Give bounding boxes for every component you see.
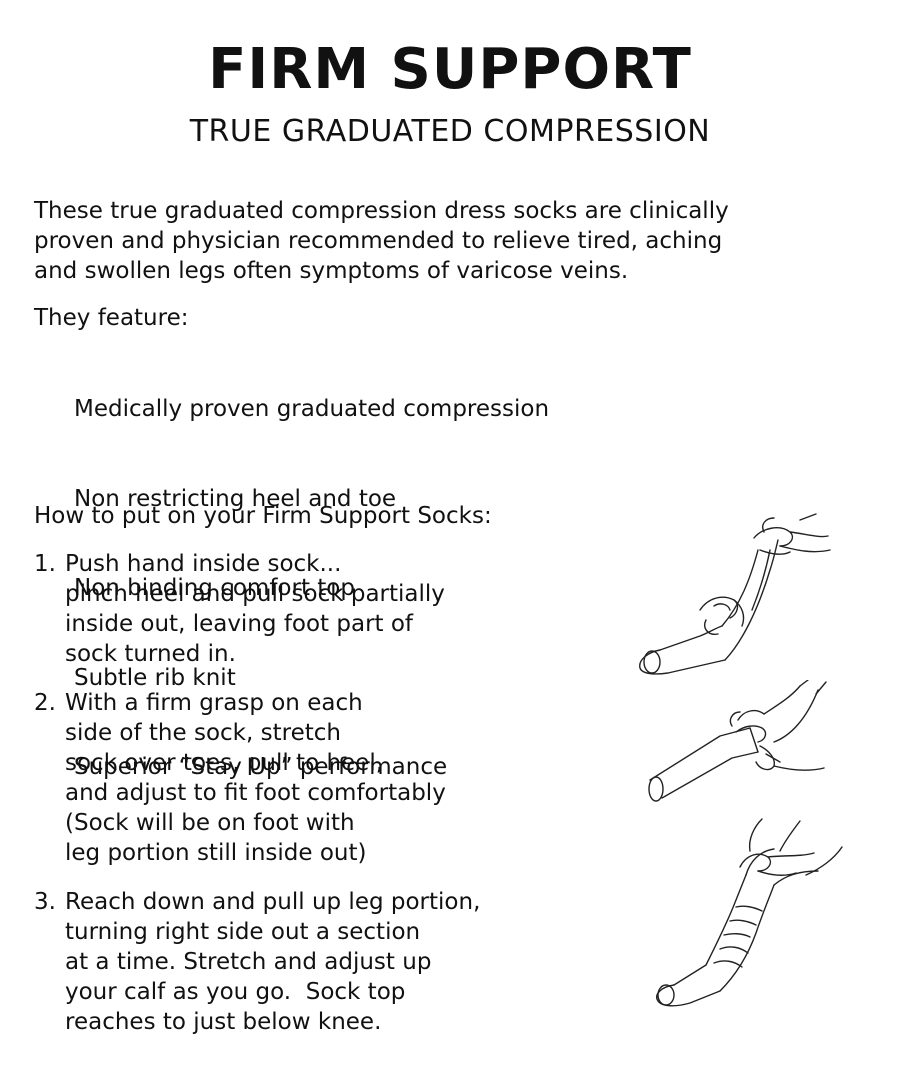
feature-item: Non binding comfort top [74, 575, 355, 601]
step-text: Reach down and pull up leg portion, turn… [65, 889, 481, 1035]
howto-heading: How to put on your Firm Support Socks: [34, 503, 492, 529]
feature-item: Medically proven graduated compression [74, 396, 550, 422]
step-number: 1. [34, 551, 56, 577]
step-1-illustration [630, 510, 840, 675]
page-title: FIRM SUPPORT [208, 37, 692, 102]
step-3-illustration [650, 815, 850, 1015]
step-text: With a firm grasp on each side of the so… [65, 690, 446, 866]
feature-item: Superior “Stay Up” performance [74, 754, 448, 780]
features-heading: They feature: [34, 305, 189, 331]
step-number: 3. [34, 889, 56, 915]
feature-item: Non restricting heel and toe [74, 485, 397, 512]
step-text: Push hand inside sock... pinch heel and … [65, 551, 445, 667]
features-list: Medically proven graduated compression N… [74, 335, 549, 813]
step-2-illustration [640, 680, 840, 810]
feature-item: Subtle rib knit [74, 664, 236, 691]
intro-paragraph: These true graduated compression dress s… [34, 198, 729, 284]
page-subtitle: TRUE GRADUATED COMPRESSION [189, 114, 711, 149]
step-number: 2. [34, 690, 56, 716]
